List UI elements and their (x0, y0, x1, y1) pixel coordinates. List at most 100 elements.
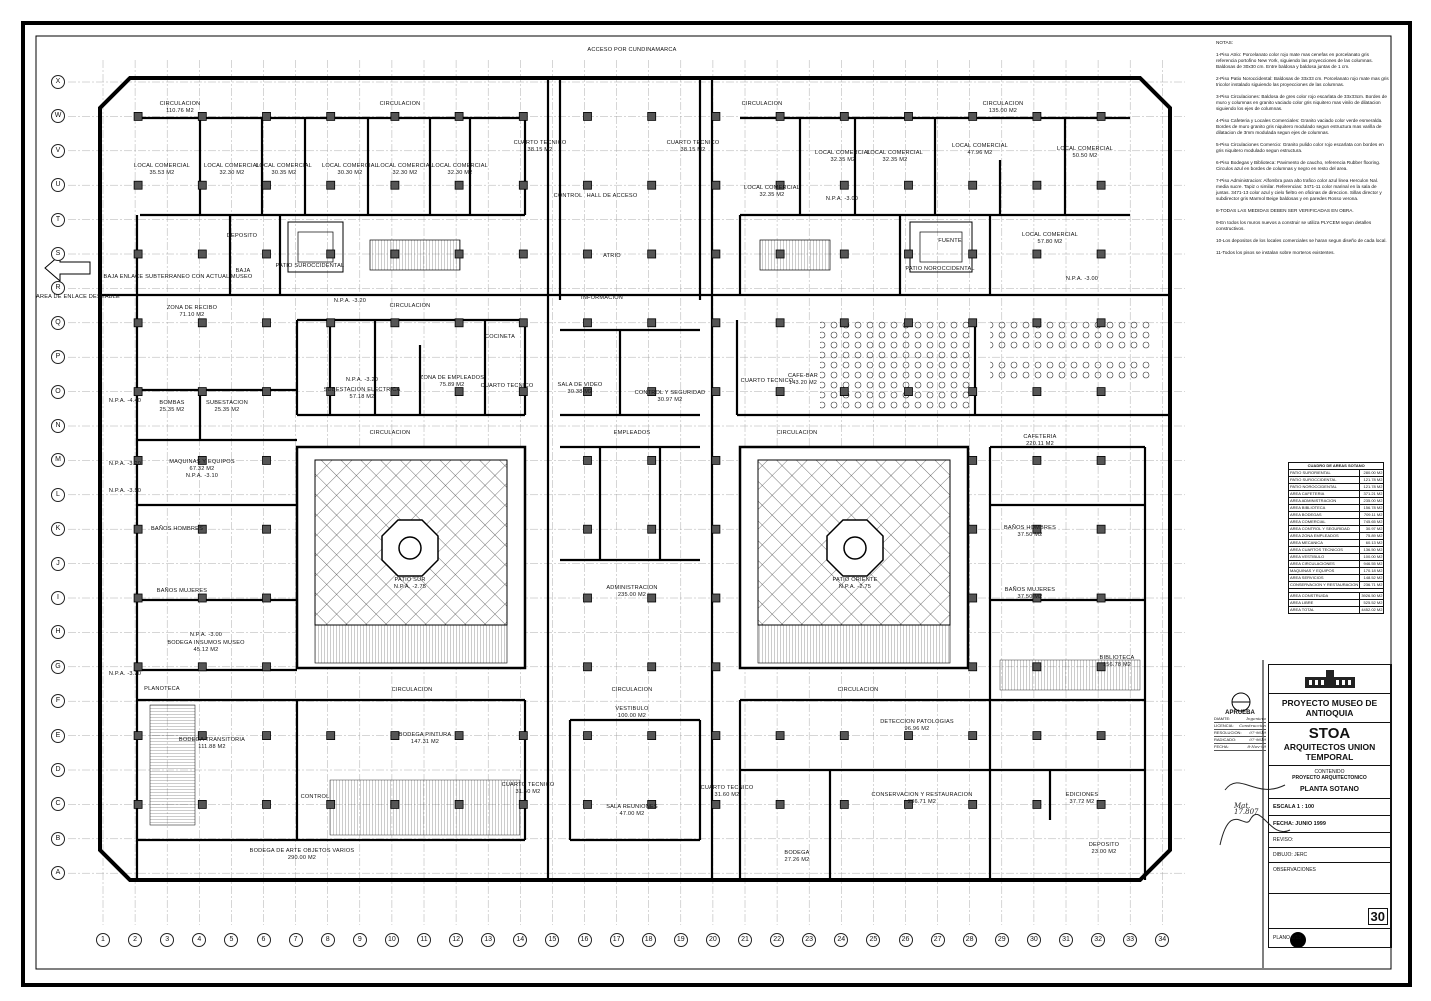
structural-column (390, 731, 400, 740)
structural-column (711, 662, 721, 672)
column-axis-label: 11 (417, 933, 431, 947)
room-name: INFORMACION (581, 295, 623, 301)
column-axis-label: 6 (256, 933, 271, 947)
structural-column (197, 180, 207, 190)
room-area: 67.32 M2 (189, 466, 215, 472)
column-axis-label: 28 (962, 933, 977, 947)
row-axis-label: W (51, 109, 65, 124)
column-axis-label: 22 (770, 933, 785, 947)
structural-column (133, 593, 143, 603)
structural-column (583, 455, 592, 465)
column-axis-label: 23 (802, 933, 817, 947)
approval-field-label: DIAMTE: (1214, 716, 1231, 721)
approval-field-label: RADICADO: (1214, 737, 1237, 742)
note-item: 9-En todos los muros nuevos a construir … (1216, 220, 1372, 231)
room-name: ZONA DE RECIBO (166, 305, 218, 311)
note-item: 6-Piso Bodegas y Biblioteca: Pavimento d… (1216, 160, 1381, 171)
room-area: 30.30 M2 (337, 170, 363, 176)
structural-column (1032, 318, 1042, 328)
room-name: CIRCULACION (741, 101, 783, 107)
room-label: CIRCULACION (380, 101, 421, 108)
access-label: ACCESO POR CUNDINAMARCA (587, 47, 677, 53)
structural-column (904, 318, 913, 328)
structural-column (133, 387, 143, 397)
column-axis-label: 20 (705, 933, 720, 947)
room-area: 32.30 M2 (392, 170, 418, 176)
area-name: AREA CUARTOS TECNICOS (1287, 546, 1361, 554)
structural-column (326, 180, 336, 190)
link-area-label: AREA DE ENLACE DESEABLE (36, 294, 120, 300)
column-axis-label: 16 (577, 933, 592, 947)
structural-column (647, 593, 657, 603)
area-name: AREA ADMINISTRACION (1287, 497, 1361, 505)
structural-column (647, 455, 657, 465)
structural-column (775, 249, 785, 259)
structural-column (1096, 524, 1106, 534)
room-area: 100.00 M2 (617, 713, 647, 719)
room-name: BODEGA INSUMOS MUSEO (167, 640, 245, 646)
column-axis-label: 31 (1059, 933, 1073, 947)
note-item: 10-Los depositos de los locales comercia… (1216, 238, 1387, 243)
structural-column (133, 731, 143, 740)
room-label: HALL DE ACCESO (587, 193, 638, 200)
structural-column (1032, 249, 1042, 259)
room-name: CUARTO TECNICO (666, 140, 720, 146)
structural-column (904, 387, 913, 397)
structural-column (518, 731, 528, 740)
column-axis-label: 24 (834, 933, 849, 947)
room-area: 135.00 M2 (988, 108, 1018, 114)
room-area: 35.53 M2 (149, 170, 175, 176)
area-value: 4452.02 M2 (1359, 606, 1385, 614)
column-axis-label: 21 (738, 933, 752, 947)
room-label: CUARTO TECNICO (481, 383, 534, 390)
structural-column (133, 180, 143, 190)
column-axis-label: 1 (96, 933, 110, 947)
note-item: 2-Piso Patio Noroccidental: Baldosas de … (1216, 76, 1389, 87)
drawn-by: DIBUJO: JERC (1269, 848, 1390, 863)
structural-column (583, 593, 592, 603)
area-name: AREA CIRCULACIONES (1287, 560, 1361, 568)
structural-column (390, 800, 400, 809)
structural-column (711, 180, 721, 190)
level-label: N.P.A. -3.20 (108, 461, 142, 467)
room-label: PLANOTECA (144, 686, 180, 693)
structural-column (1096, 455, 1106, 465)
approval-field-value: 07-9619 (1249, 737, 1266, 742)
room-name: LOCAL COMERCIAL (952, 143, 1008, 149)
area-table: CUADRO DE AREAS SOTANO PATIO SURORIENTAL… (1287, 462, 1385, 614)
grid-lines (68, 60, 1185, 925)
arrow-link-icon (44, 253, 91, 283)
structural-column (1096, 731, 1106, 740)
structural-column (390, 112, 400, 121)
structural-column (133, 249, 143, 259)
room-name: SUBESTACION ELECTRICA (323, 387, 401, 393)
structural-column (1032, 455, 1042, 465)
structural-column (262, 112, 271, 121)
room-area: N.P.A. -2.75 (838, 584, 872, 590)
room-area: 220.11 M2 (1026, 441, 1054, 447)
structural-column (326, 387, 336, 397)
room-label: CONTROL (301, 794, 330, 801)
observations: OBSERVACIONES (1269, 863, 1390, 894)
row-axis-label: E (51, 728, 65, 743)
room-label: BAÑOS HOMBRES (151, 526, 203, 533)
room-name: CUARTO TECNICO (501, 782, 555, 788)
structural-column (839, 180, 849, 190)
room-name: CIRCULACION (379, 101, 421, 107)
room-area: 30.97 M2 (657, 397, 683, 403)
room-label: INFORMACION (581, 295, 623, 302)
structural-column (968, 455, 978, 465)
structural-column (583, 112, 592, 121)
